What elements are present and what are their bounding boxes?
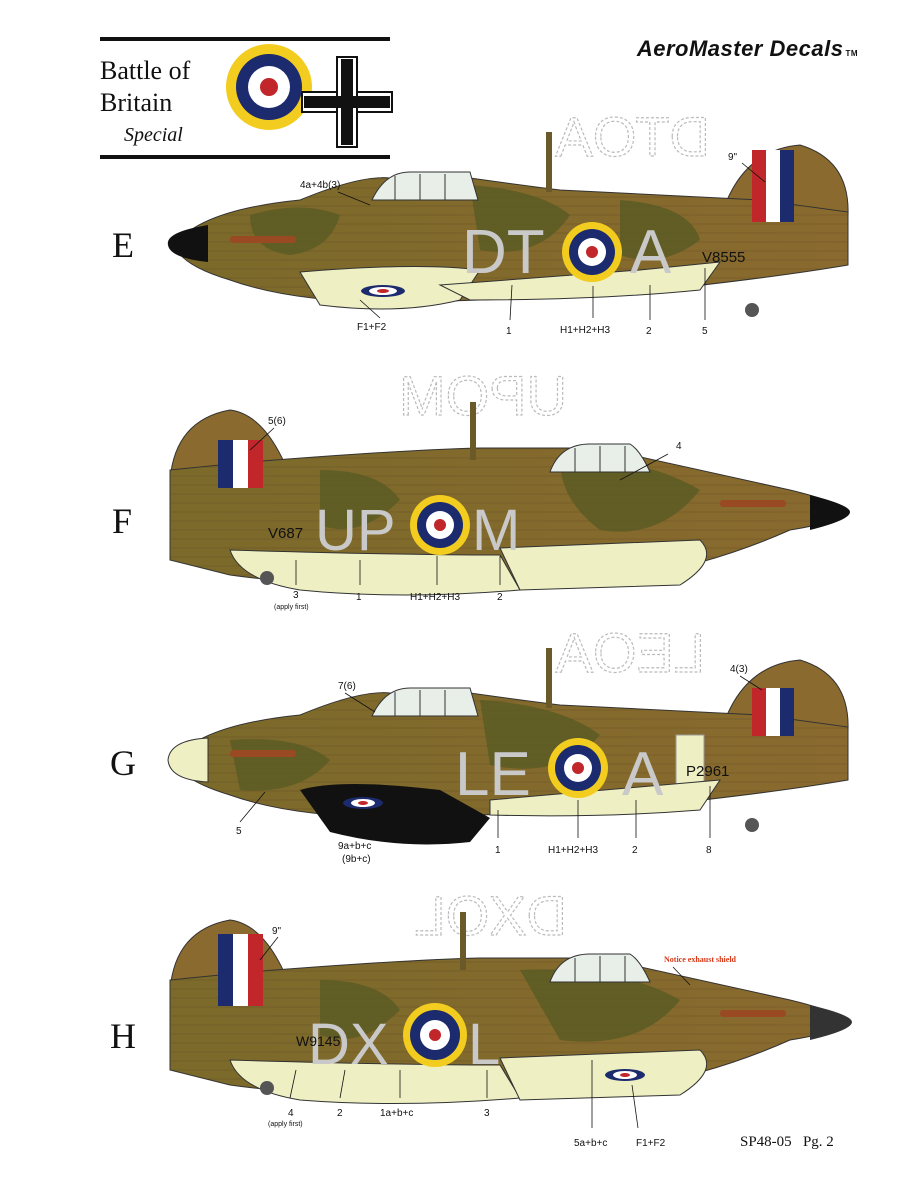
callout-f-4: (apply first) bbox=[274, 604, 309, 611]
profile-letter-f: F bbox=[112, 501, 133, 541]
callout-h-3: (apply first) bbox=[268, 1121, 303, 1128]
serial-g: P2961 bbox=[686, 763, 729, 780]
title-line-1: Battle of bbox=[100, 56, 191, 85]
callout-g-3: 5 bbox=[236, 826, 242, 837]
fuselage-roundel-g bbox=[548, 738, 608, 798]
ghost-code-h: DXOL bbox=[415, 884, 568, 947]
callout-g-1: 7(6) bbox=[338, 681, 356, 692]
hurricane-profile-e: DTOA bbox=[167, 104, 849, 317]
profile-letter-h: H bbox=[110, 1016, 136, 1056]
balkenkreuz-emblem bbox=[301, 56, 393, 148]
callout-h-4: 2 bbox=[337, 1108, 343, 1119]
callout-e-2: 9" bbox=[728, 152, 738, 163]
callout-f-1: 5(6) bbox=[268, 416, 286, 427]
hurricane-profile-g: LEOA LE A bbox=[167, 620, 849, 845]
callout-f-5: 1 bbox=[356, 592, 362, 603]
header-rule-bottom bbox=[100, 155, 390, 159]
callout-h-6: 3 bbox=[484, 1108, 490, 1119]
callout-f-7: 2 bbox=[497, 592, 503, 603]
callout-e-7: 5 bbox=[702, 326, 708, 337]
callout-f-3: 3 bbox=[293, 590, 299, 601]
code-letters-left-e: DT bbox=[462, 218, 545, 287]
code-letter-right-f: M bbox=[472, 498, 520, 563]
callout-f-6: H1+H2+H3 bbox=[410, 592, 461, 603]
callout-h-8: F1+F2 bbox=[636, 1138, 666, 1149]
callout-g-5: (9b+c) bbox=[342, 854, 371, 865]
serial-h: W9145 bbox=[296, 1033, 341, 1049]
callout-e-1: 4a+4b(3) bbox=[300, 180, 341, 191]
callout-e-5: H1+H2+H3 bbox=[560, 325, 611, 336]
ghost-code-f: UPOM bbox=[399, 364, 567, 427]
profile-letter-g: G bbox=[110, 743, 136, 783]
code-letter-right-e: A bbox=[630, 218, 672, 287]
hurricane-profile-h: DXOL DX L bbox=[169, 883, 852, 1105]
code-letter-right-h: L bbox=[468, 1012, 500, 1077]
header-rule-top bbox=[100, 37, 390, 41]
callout-g-4: 9a+b+c bbox=[338, 841, 372, 852]
fuselage-roundel-h bbox=[403, 1003, 467, 1067]
callout-g-6: 1 bbox=[495, 845, 501, 856]
notice-exhaust-shield: Notice exhaust shield bbox=[664, 955, 736, 964]
code-letters-left-f: UP bbox=[315, 498, 396, 563]
callout-h-5: 1a+b+c bbox=[380, 1108, 414, 1119]
code-letters-left-g: LE bbox=[455, 740, 531, 809]
callout-h-2: 4 bbox=[288, 1108, 294, 1119]
callout-e-6: 2 bbox=[646, 326, 652, 337]
hurricane-profile-f: UPOM UP M bbox=[169, 363, 850, 596]
serial-f: V687 bbox=[268, 525, 303, 542]
fuselage-roundel-f bbox=[410, 495, 470, 555]
sheet-number: SP48-05 Pg. 2 bbox=[740, 1134, 834, 1150]
callout-g-8: 2 bbox=[632, 845, 638, 856]
leader-lines bbox=[239, 162, 766, 1129]
serial-e: V8555 bbox=[702, 249, 745, 266]
callout-h-7: 5a+b+c bbox=[574, 1138, 608, 1149]
callout-g-2: 4(3) bbox=[730, 664, 748, 675]
ghost-code-g: LEOA bbox=[555, 621, 705, 684]
code-letters-left-h: DX bbox=[308, 1012, 389, 1077]
raf-roundel-emblem bbox=[226, 44, 312, 130]
ghost-code-e: DTOA bbox=[555, 105, 710, 168]
callout-f-2: 4 bbox=[676, 441, 682, 452]
title-line-3: Special bbox=[124, 124, 183, 146]
fuselage-roundel-e bbox=[562, 222, 622, 282]
callout-h-1: 9" bbox=[272, 926, 282, 937]
title-line-2: Britain bbox=[100, 88, 173, 117]
profile-letter-e: E bbox=[112, 225, 134, 265]
callout-e-4: 1 bbox=[506, 326, 512, 337]
callout-g-9: 8 bbox=[706, 845, 712, 856]
callout-g-7: H1+H2+H3 bbox=[548, 845, 599, 856]
code-letter-right-g: A bbox=[622, 740, 664, 809]
callout-e-3: F1+F2 bbox=[357, 322, 387, 333]
